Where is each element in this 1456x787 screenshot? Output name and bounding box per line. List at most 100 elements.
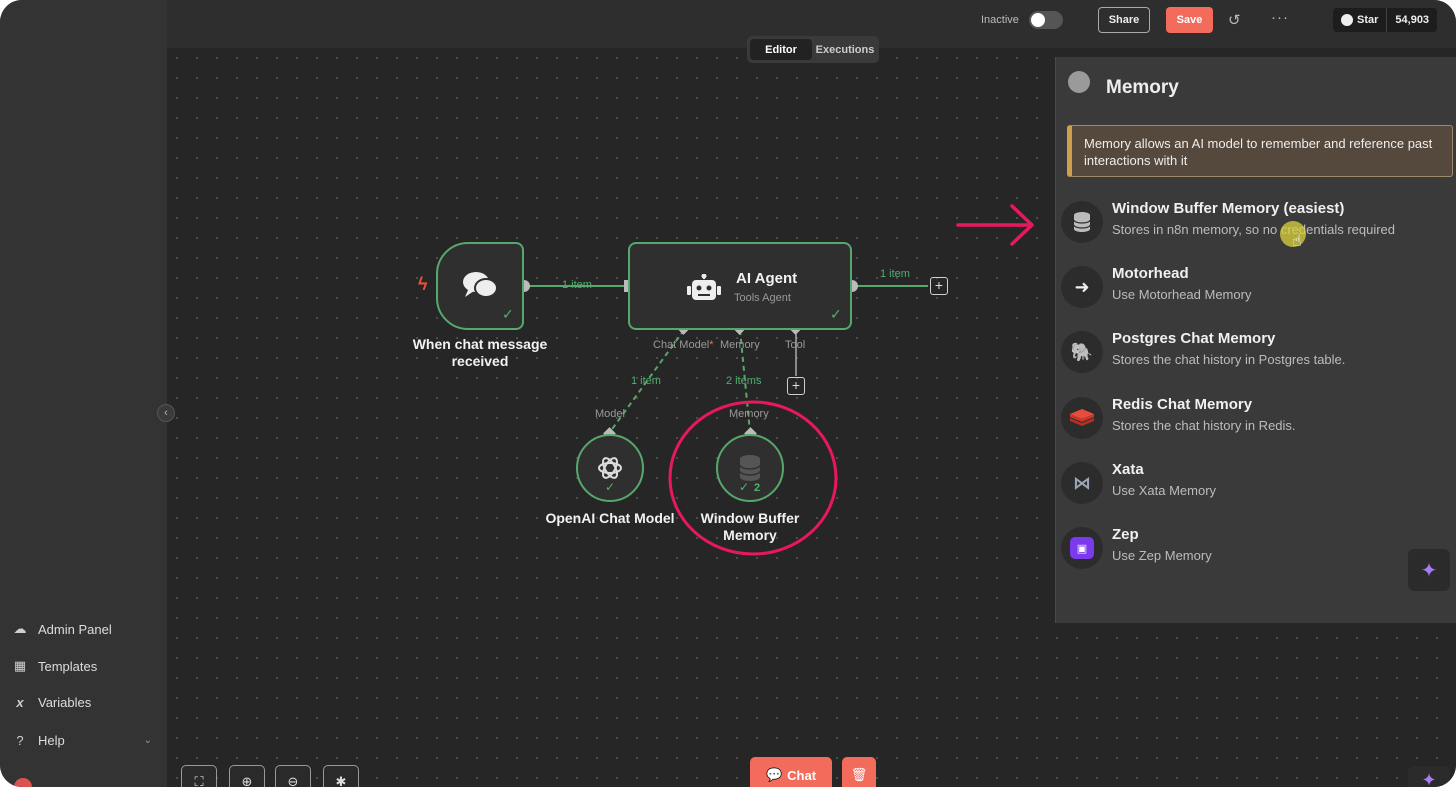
ai-agent-node[interactable]: AI Agent Tools Agent ✓: [628, 242, 852, 330]
chat-model-port-label: Chat Model*: [653, 339, 714, 351]
editor-tabs: Editor Executions: [747, 36, 879, 63]
database-icon: [739, 455, 761, 481]
history-icon[interactable]: ↺: [1228, 12, 1241, 29]
panel-title: Memory: [1106, 77, 1179, 98]
sidebar-item-label: Help: [38, 733, 65, 748]
sidebar-item-admin-panel[interactable]: ☁ Admin Panel: [12, 621, 112, 637]
connection-item-count: 1 item: [562, 279, 592, 291]
memory-option-motorhead[interactable]: ➜ Motorhead Use Motorhead Memory: [1056, 258, 1456, 320]
agent-subtitle: Tools Agent: [734, 292, 791, 304]
sidebar-item-label: Variables: [38, 695, 92, 710]
sidebar-item-variables[interactable]: x Variables: [12, 695, 91, 710]
hand-cursor-icon: ☝: [1292, 233, 1302, 250]
memory-option-title: Zep: [1112, 526, 1139, 543]
memory-option-postgres[interactable]: 🐘 Postgres Chat Memory Stores the chat h…: [1056, 323, 1456, 385]
memory-option-desc: Use Zep Memory: [1112, 548, 1212, 563]
zep-icon: ▣: [1061, 527, 1103, 569]
model-node-port-label: Model: [595, 408, 625, 420]
success-check-icon: ✓: [739, 480, 750, 494]
info-callout: Memory allows an AI model to remember an…: [1067, 125, 1453, 177]
model-item-count: 1 item: [631, 375, 661, 387]
delete-execution-button[interactable]: 🗑: [842, 757, 876, 787]
memory-option-title: Window Buffer Memory (easiest): [1112, 200, 1345, 217]
database-icon: [1061, 201, 1103, 243]
memory-option-desc: Stores in n8n memory, so no credentials …: [1112, 222, 1396, 237]
brain-icon: [1068, 71, 1090, 93]
postgres-icon: 🐘: [1061, 331, 1103, 373]
memory-option-title: Redis Chat Memory: [1112, 396, 1253, 413]
connection-item-count: 1 item: [880, 268, 910, 280]
github-star-button[interactable]: Star 54,903: [1333, 8, 1437, 32]
success-check-icon: ✓: [605, 480, 616, 494]
memory-option-window-buffer[interactable]: Window Buffer Memory (easiest) Stores in…: [1056, 193, 1456, 255]
github-star-label: Star: [1357, 14, 1379, 26]
fit-view-button[interactable]: ⛶: [181, 765, 217, 787]
user-avatar[interactable]: [14, 778, 32, 787]
openai-chat-model-node[interactable]: ✓: [576, 434, 644, 502]
debug-bug-button[interactable]: ✱: [323, 765, 359, 787]
memory-node-panel: Memory Memory allows an AI model to reme…: [1055, 57, 1456, 623]
run-count-badge: 2: [754, 482, 761, 494]
memory-option-desc: Use Motorhead Memory: [1112, 287, 1252, 302]
sidebar-item-templates[interactable]: ▦ Templates: [12, 658, 97, 674]
save-button[interactable]: Save: [1166, 7, 1213, 33]
redis-icon: [1061, 397, 1103, 439]
memory-option-desc: Stores the chat history in Postgres tabl…: [1112, 352, 1346, 367]
share-button[interactable]: Share: [1098, 7, 1150, 33]
success-check-icon: ✓: [830, 306, 842, 322]
tab-executions[interactable]: Executions: [815, 43, 875, 56]
sidebar-item-label: Templates: [38, 658, 98, 674]
memory-port-label: Memory: [720, 339, 760, 351]
add-node-button[interactable]: +: [930, 277, 948, 295]
workflow-status-label: Inactive: [981, 14, 1019, 26]
ai-assistant-sparkle-icon[interactable]: ✦: [1408, 766, 1450, 787]
cloud-icon: ☁: [13, 621, 27, 636]
help-icon: ?: [16, 733, 24, 748]
github-star-count: 54,903: [1395, 14, 1430, 26]
success-check-icon: ✓: [502, 306, 514, 322]
agent-title: AI Agent: [736, 270, 798, 287]
ai-assistant-sparkle-icon[interactable]: ✦: [1408, 549, 1450, 591]
memory-option-zep[interactable]: ▣ Zep Use Zep Memory: [1056, 519, 1456, 581]
openai-icon: [598, 457, 622, 479]
robot-icon: [687, 274, 721, 300]
memory-option-xata[interactable]: ⋈ Xata Use Xata Memory: [1056, 454, 1456, 516]
cursor-highlight: [1280, 221, 1306, 247]
memory-option-title: Xata: [1112, 461, 1144, 478]
memory-option-title: Motorhead: [1112, 265, 1189, 282]
active-toggle[interactable]: [1029, 11, 1063, 29]
memory-item-count: 2 items: [726, 375, 762, 387]
collapse-sidebar-icon[interactable]: ‹: [157, 404, 175, 422]
memory-option-desc: Stores the chat history in Redis.: [1112, 418, 1296, 433]
add-tool-button[interactable]: +: [787, 377, 805, 395]
model-node-label: OpenAI Chat Model: [545, 510, 675, 526]
chat-trigger-node[interactable]: ✓: [436, 242, 524, 330]
sidebar-item-help[interactable]: ? Help ⌄: [12, 733, 152, 748]
open-chat-button[interactable]: 💬 Chat: [750, 757, 832, 787]
motorhead-icon: ➜: [1061, 266, 1103, 308]
memory-option-redis[interactable]: Redis Chat Memory Stores the chat histor…: [1056, 389, 1456, 451]
memory-option-title: Postgres Chat Memory: [1112, 330, 1276, 347]
window-buffer-memory-node[interactable]: ✓ 2: [716, 434, 784, 502]
sidebar-item-label: Admin Panel: [38, 621, 112, 637]
xata-icon: ⋈: [1061, 462, 1103, 504]
chat-icon: 💬: [765, 767, 783, 782]
zoom-out-button[interactable]: ⊖: [275, 765, 311, 787]
more-options-icon[interactable]: ···: [1271, 9, 1289, 26]
chat-button-label: Chat: [787, 767, 817, 783]
chevron-down-icon: ⌄: [143, 735, 152, 746]
tool-port-label: Tool: [785, 339, 806, 351]
zoom-in-button[interactable]: ⊕: [229, 765, 265, 787]
trash-icon: 🗑: [850, 767, 868, 782]
chat-bubbles-icon: [463, 272, 498, 298]
variables-icon: x: [16, 695, 24, 710]
templates-icon: ▦: [13, 658, 27, 673]
tab-editor[interactable]: Editor: [750, 39, 812, 60]
memory-option-desc: Use Xata Memory: [1112, 483, 1217, 498]
github-icon: [1341, 14, 1353, 26]
memory-node-port-label: Memory: [729, 408, 769, 420]
sidebar: ☁ Admin Panel ▦ Templates x Variables ? …: [0, 0, 167, 787]
